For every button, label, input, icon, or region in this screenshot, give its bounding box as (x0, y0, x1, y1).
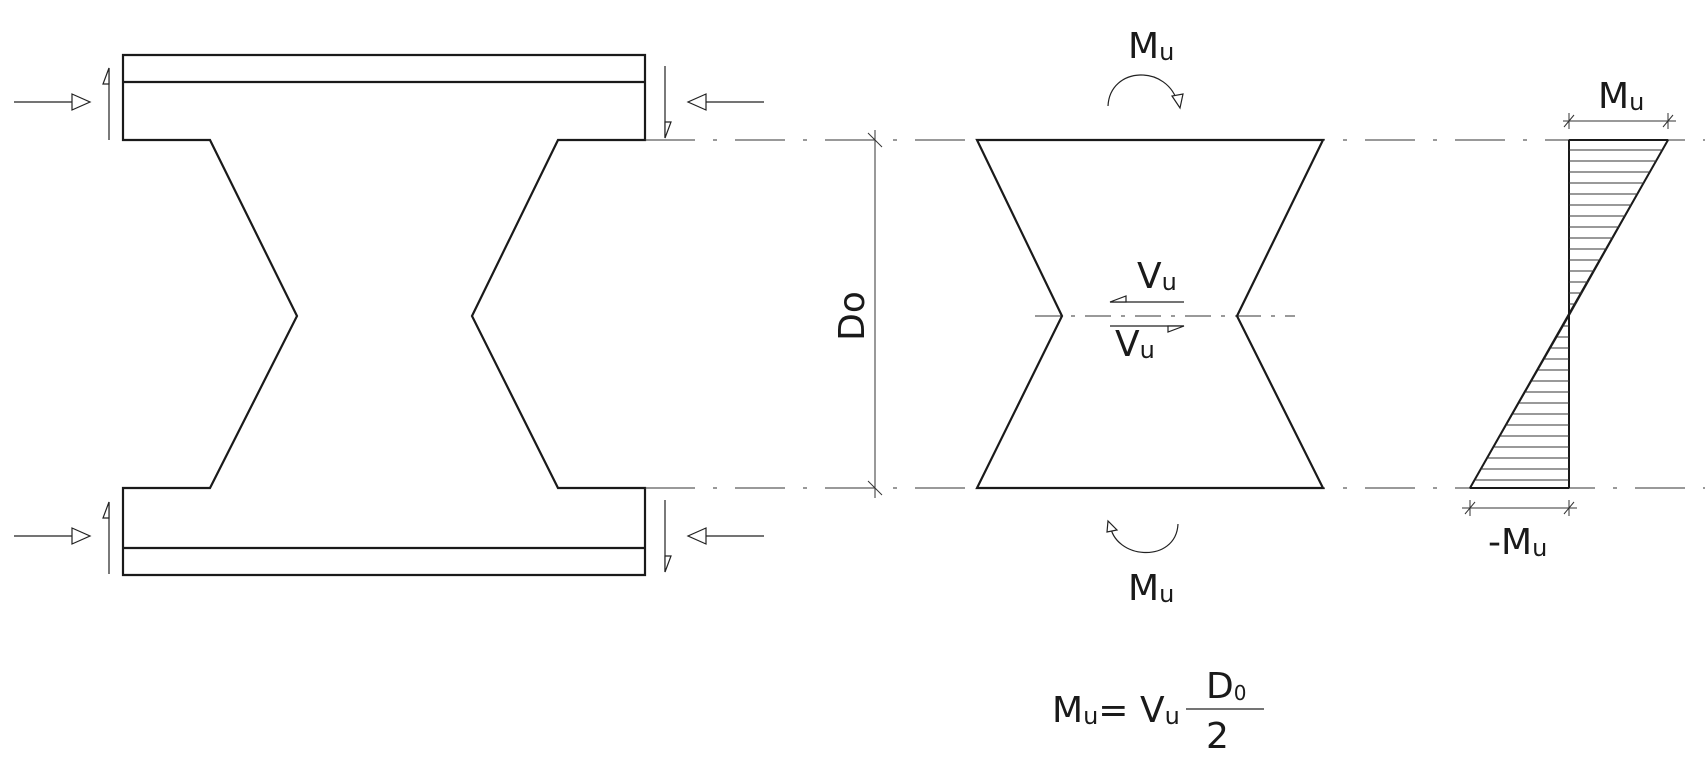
moment-top-label: Mu (1128, 26, 1174, 67)
arrowhead-left-icon (686, 93, 707, 111)
arrowhead-left-icon (686, 527, 707, 545)
curved-arrowhead-icon (1106, 519, 1119, 533)
moment-diagram-slope (1469, 139, 1669, 489)
half-arrowhead-icon (664, 555, 672, 573)
shear-lower-label: Vu (1115, 324, 1155, 365)
half-arrowhead-icon (102, 501, 110, 519)
moment-arc-bottom (1109, 523, 1179, 554)
half-arrowhead-icon (1167, 325, 1185, 333)
web-panel-middle (975, 138, 1325, 490)
mu-dimension-slash (1464, 501, 1476, 515)
half-arrowhead-icon (102, 67, 110, 85)
arrowhead-right-icon (71, 527, 92, 545)
flange-shear-arrows (102, 66, 672, 574)
do-label: Do (832, 291, 873, 341)
mu-dimension-slash (1563, 114, 1575, 128)
dimension-do: Do (832, 130, 883, 498)
moment-arrows (1106, 74, 1184, 554)
mu-dimension-slash (1563, 501, 1575, 515)
formula-denominator: 2 (1206, 716, 1229, 757)
mu-diagram-top-label: Mu (1598, 76, 1644, 117)
reference-lines (645, 139, 1705, 489)
formula-lhs: Mu= (1052, 690, 1128, 731)
half-arrowhead-icon (1109, 295, 1127, 303)
half-arrowhead-icon (664, 121, 672, 139)
shear-upper-label: Vu (1137, 256, 1177, 297)
moment-bottom-label: Mu (1128, 568, 1174, 609)
beam-outline (121, 53, 647, 577)
dimension-tick-bottom (867, 480, 883, 496)
curved-arrowhead-icon (1170, 93, 1184, 110)
mu-dimension-slash (1662, 114, 1674, 128)
beam-element-left (121, 53, 647, 577)
shear-arrows-mid (1109, 295, 1185, 333)
mu-diagram-bottom-label: -Mu (1488, 522, 1547, 563)
web-panel-outline (975, 138, 1325, 490)
moment-diagram (1462, 113, 1676, 516)
moment-arc-top (1107, 74, 1179, 107)
dimension-tick-top (867, 132, 883, 148)
formula-v: Vu (1140, 690, 1180, 731)
hatching (1474, 149, 1663, 481)
axial-force-arrows (14, 93, 764, 545)
formula-numerator: D0 (1206, 666, 1246, 707)
arrowhead-right-icon (71, 93, 92, 111)
formula: Mu= Vu D0 2 (1052, 666, 1264, 757)
